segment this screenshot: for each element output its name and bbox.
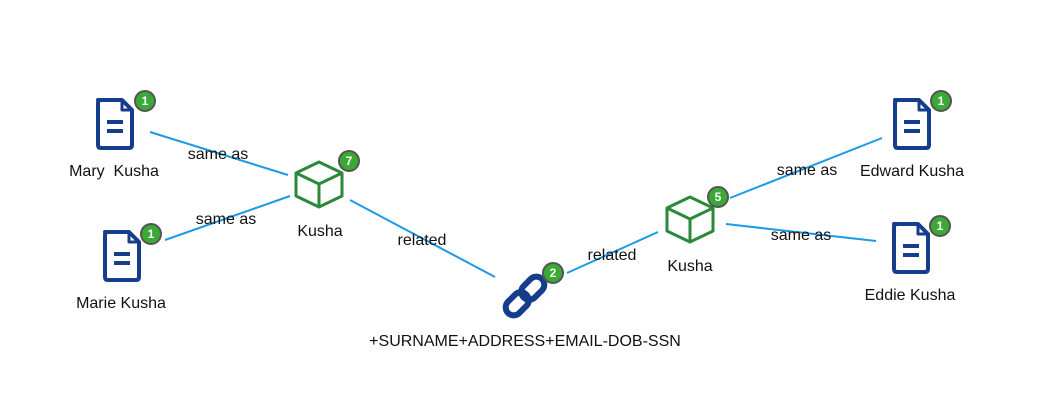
node-link-center[interactable]: 2 +SURNAME+ADDRESS+EMAIL-DOB-SSN xyxy=(369,262,681,350)
count-badge-value: 1 xyxy=(937,219,944,233)
count-badge-value: 2 xyxy=(550,266,557,280)
document-icon xyxy=(893,98,931,150)
chain-link-icon xyxy=(502,273,548,319)
edge-label-mary: same as xyxy=(188,146,248,163)
edge-label-marie: same as xyxy=(196,211,256,228)
node-label: Marie Kusha xyxy=(76,295,166,312)
edges xyxy=(149,131,883,278)
document-icon xyxy=(892,222,930,274)
cube-icon xyxy=(294,160,344,209)
document-icon xyxy=(103,230,141,282)
edge-kusha-right-to-eddie[interactable] xyxy=(725,223,877,242)
edge-mary-to-kusha-left[interactable] xyxy=(149,131,289,176)
node-entity-right[interactable]: 5 Kusha xyxy=(665,186,729,275)
edge-kusha-left-to-link[interactable] xyxy=(349,199,496,278)
edge-marie-to-kusha-left[interactable] xyxy=(164,195,291,241)
count-badge xyxy=(542,262,564,284)
count-badge-value: 7 xyxy=(346,154,353,168)
node-doc-mary[interactable]: 1 Mary Kusha xyxy=(69,90,159,180)
node-doc-eddie[interactable]: 1 Eddie Kusha xyxy=(865,215,956,304)
node-doc-marie[interactable]: 1 Marie Kusha xyxy=(76,223,166,312)
document-icon xyxy=(96,98,134,150)
count-badge-value: 1 xyxy=(148,227,155,241)
edge-kusha-right-to-edward[interactable] xyxy=(729,137,883,199)
node-label: +SURNAME+ADDRESS+EMAIL-DOB-SSN xyxy=(369,333,681,350)
count-badge xyxy=(707,186,729,208)
node-label: Kusha xyxy=(297,223,342,240)
count-badge-value: 5 xyxy=(715,190,722,204)
edge-link-to-kusha-right[interactable] xyxy=(566,231,659,274)
count-badge-value: 1 xyxy=(938,94,945,108)
node-label: Edward Kusha xyxy=(860,163,964,180)
node-label: Eddie Kusha xyxy=(865,287,956,304)
count-badge xyxy=(929,215,951,237)
count-badge xyxy=(930,90,952,112)
count-badge xyxy=(134,90,156,112)
cube-icon xyxy=(665,195,715,244)
edge-label-left-related: related xyxy=(398,232,447,249)
count-badge xyxy=(338,150,360,172)
count-badge xyxy=(140,223,162,245)
edge-label-right-related: related xyxy=(588,247,637,264)
edge-label-eddie: same as xyxy=(771,227,831,244)
node-entity-left[interactable]: 7 Kusha xyxy=(294,150,360,240)
count-badge-value: 1 xyxy=(142,94,149,108)
edge-labels: same as same as related related same as … xyxy=(188,146,837,264)
edge-label-edward: same as xyxy=(777,162,837,179)
node-label: Kusha xyxy=(667,258,712,275)
node-doc-edward[interactable]: 1 Edward Kusha xyxy=(860,90,964,180)
node-label: Mary Kusha xyxy=(69,163,159,180)
